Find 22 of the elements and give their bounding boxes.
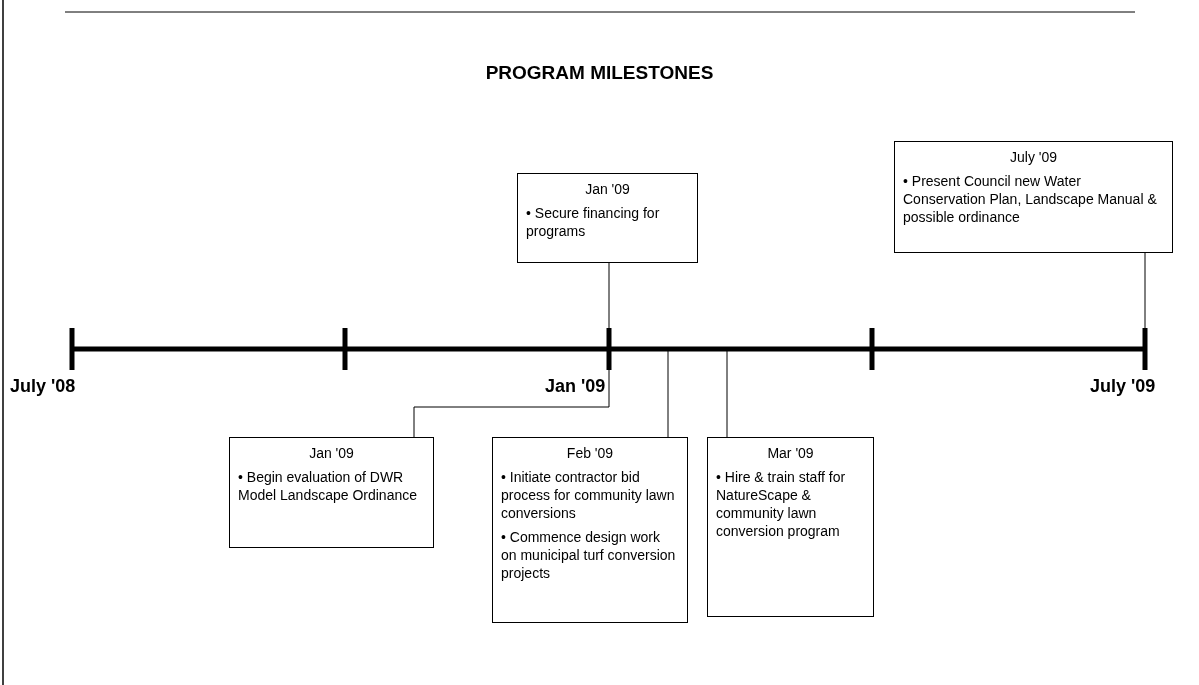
- milestone-box: [492, 437, 688, 623]
- milestone-box: [517, 173, 698, 263]
- bullet-text: • Initiate contractor bid process for community lawn conversions: [501, 468, 676, 522]
- tick-label: Jan '09: [545, 376, 606, 397]
- date-label: Jan '09: [584, 180, 631, 198]
- milestone-box: [894, 141, 1173, 253]
- bullet-text: • Commence design work on municipal turf conversion projects: [501, 528, 677, 582]
- date-label: July '09: [1009, 148, 1058, 166]
- date-label: Feb '09: [565, 444, 615, 462]
- date-label: Jan '09: [308, 444, 355, 462]
- milestone-box: [229, 437, 434, 548]
- date-label: Mar '09: [766, 444, 815, 462]
- tick-label: July '09: [1090, 376, 1156, 397]
- milestone-box: [707, 437, 874, 617]
- bullet-text: • Hire & train staff for NatureScape & community lawn conversion program: [716, 468, 847, 540]
- bullet-text: • Present Council new Water Conservation Plan, Landscape Manual & possible ordinance: [903, 172, 1158, 226]
- tick-label: July '08: [10, 376, 76, 397]
- leader-line: [726, 348, 728, 438]
- bullet-text: • Begin evaluation of DWR Model Landscape Ordinance: [238, 468, 418, 504]
- title: PROGRAM MILESTONES: [484, 62, 715, 84]
- leader-line: [667, 348, 669, 438]
- bullet-text: • Secure financing for programs: [526, 204, 661, 240]
